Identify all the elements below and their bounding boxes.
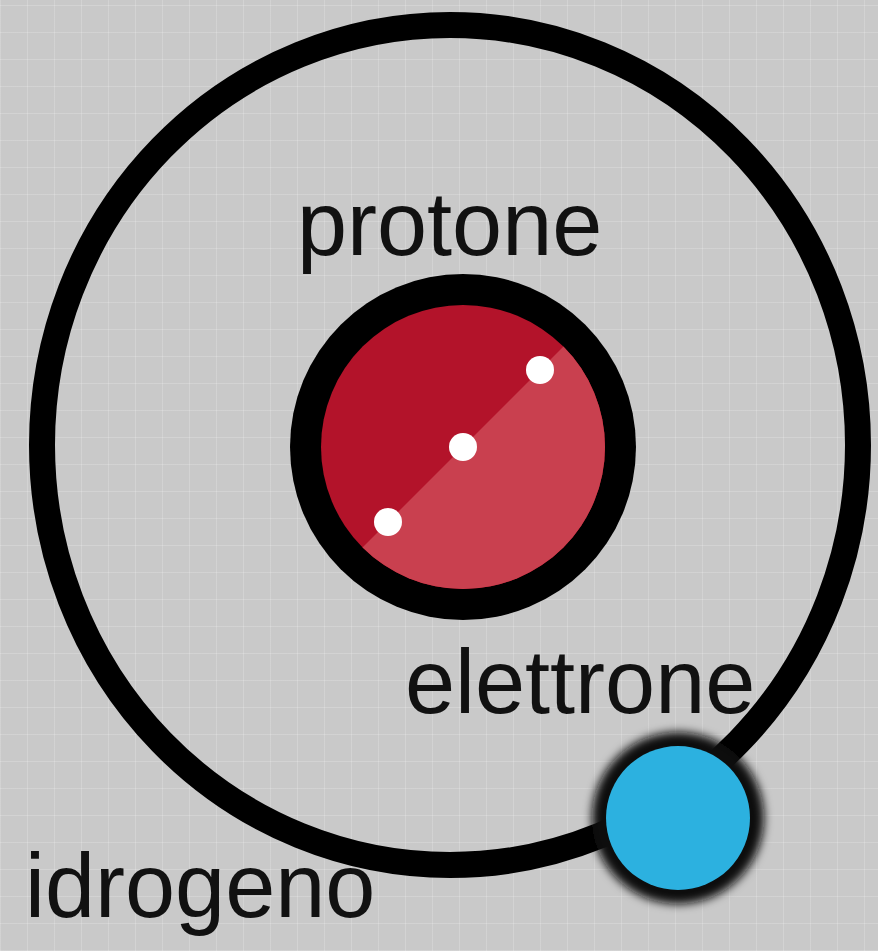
quark-dot bbox=[526, 356, 554, 384]
atom-label: idrogeno bbox=[25, 841, 375, 931]
nucleus-ring bbox=[290, 274, 636, 620]
electron-orbit bbox=[42, 25, 858, 865]
quark-dot bbox=[449, 433, 477, 461]
electron-particle-shape bbox=[590, 730, 766, 906]
electron-particle: elettrone bbox=[590, 730, 766, 906]
proton-nucleus: protone bbox=[290, 274, 636, 620]
nucleus-shade bbox=[290, 274, 636, 620]
electron-halo bbox=[592, 732, 764, 904]
quark-dot bbox=[374, 508, 402, 536]
electron-body bbox=[606, 746, 750, 890]
proton-nucleus-shape bbox=[290, 274, 636, 620]
part-label: protone bbox=[297, 179, 602, 269]
part-label: elettrone bbox=[405, 637, 755, 727]
